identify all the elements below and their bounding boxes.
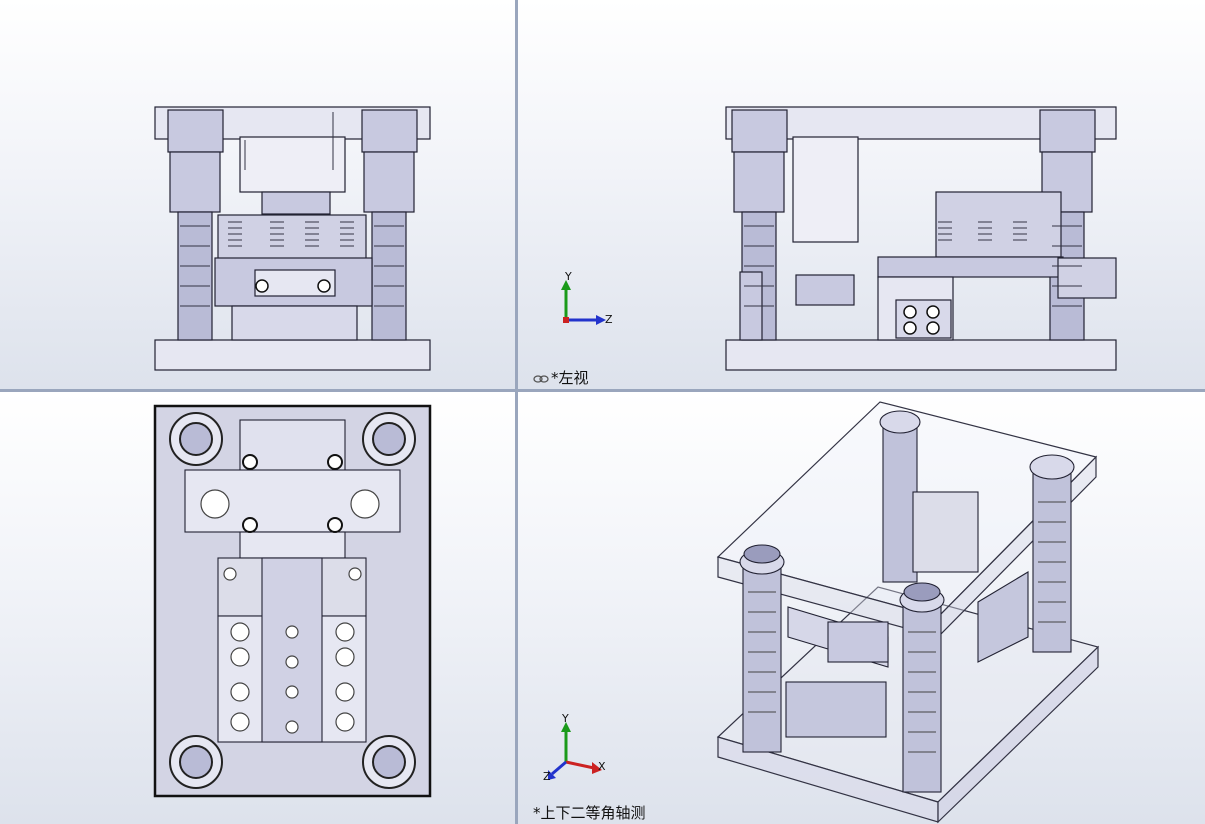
viewport-divider-horizontal[interactable]	[0, 389, 1205, 392]
triad-y-label: Y	[562, 712, 569, 725]
front-view-drawing	[154, 106, 431, 371]
lower-die-plate	[725, 339, 1117, 371]
view-name-left: *左视	[551, 369, 589, 387]
top-viewport[interactable]	[0, 392, 515, 824]
view-label-left: *左视	[533, 367, 589, 388]
lower-die-plate	[154, 339, 431, 371]
orientation-triad	[561, 280, 606, 325]
top-view-drawing	[153, 404, 432, 798]
left-viewport[interactable]: Y Z *左视	[518, 0, 1205, 389]
isometric-view-drawing	[548, 401, 1100, 824]
stripper-plate	[935, 191, 1062, 258]
guide-bushing-right	[361, 109, 418, 153]
triad-z-label: Z	[543, 770, 551, 783]
front-viewport[interactable]	[0, 0, 515, 389]
triad-z-label: Z	[605, 313, 613, 326]
triad-x-label: X	[598, 760, 606, 773]
orientation-triad	[548, 722, 602, 780]
viewport-divider-vertical[interactable]	[515, 0, 518, 824]
guide-post-right	[371, 211, 407, 341]
triad-y-label: Y	[565, 270, 572, 283]
guide-bushing-left	[167, 109, 224, 153]
isometric-viewport[interactable]: Y X Z *上下二等角轴测	[518, 392, 1205, 824]
chain-link-icon	[533, 370, 549, 388]
left-view-drawing	[561, 106, 1117, 371]
guide-post-left	[177, 211, 213, 341]
view-name-iso: *上下二等角轴测	[533, 804, 646, 822]
